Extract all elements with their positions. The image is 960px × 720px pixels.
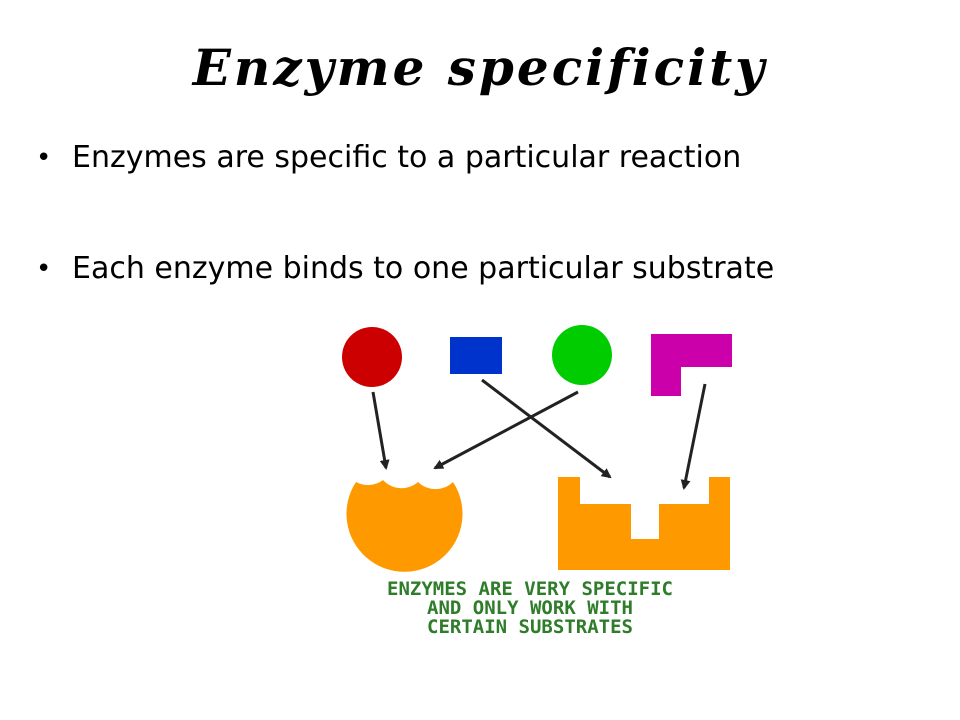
slide-title: Enzyme specificity: [192, 38, 768, 97]
bullet-item: • Enzymes are specific to a particular r…: [36, 140, 774, 175]
arrow-magenta-to-comb-enzyme: [680, 383, 707, 490]
bullet-text: Each enzyme binds to one particular subs…: [72, 251, 775, 286]
bullet-list: • Enzymes are specific to a particular r…: [36, 140, 774, 286]
bullet-text: Enzymes are specific to a particular rea…: [72, 140, 742, 175]
caption-line: AND ONLY WORK WITH: [427, 597, 633, 619]
magenta-l-substrate: [651, 334, 732, 396]
bullet-item: • Each enzyme binds to one particular su…: [36, 251, 774, 286]
caption-line: CERTAIN SUBSTRATES: [427, 616, 633, 638]
bullet-icon: •: [36, 143, 52, 173]
bullet-icon: •: [36, 254, 52, 284]
arrow-blue-to-comb-enzyme: [481, 378, 612, 479]
arrow-green-to-round-enzyme: [433, 390, 579, 470]
arrow-red-to-round-enzyme: [371, 391, 390, 470]
green-circle-substrate: [552, 325, 612, 385]
enzyme-substrate-diagram: [342, 325, 732, 572]
round-enzyme: [346, 480, 463, 572]
comb-enzyme: [558, 477, 730, 570]
red-circle-substrate: [342, 327, 402, 387]
blue-rectangle-substrate: [450, 337, 502, 374]
caption-line: ENZYMES ARE VERY SPECIFIC: [387, 578, 673, 600]
diagram-caption: ENZYMES ARE VERY SPECIFIC AND ONLY WORK …: [330, 580, 730, 637]
